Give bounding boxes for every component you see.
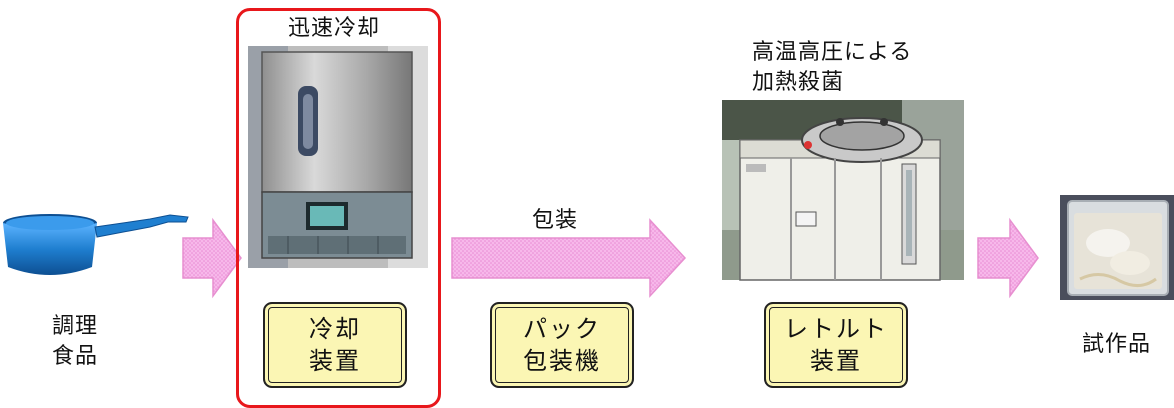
prototype-label: 試作品: [1082, 332, 1152, 357]
retort-pouch-photo: [1060, 195, 1174, 300]
cooling-caption: 迅速冷却: [288, 16, 381, 41]
pack-packaging-machine-box: パック 包装機: [490, 302, 634, 388]
retort-sterilizer-photo: [722, 100, 964, 281]
retort-device-box: レトルト 装置: [764, 302, 908, 388]
packing-arrow-label: 包装: [532, 208, 579, 233]
arrow-to-cooling: [182, 217, 242, 299]
cooling-device-box: 冷却 装置: [263, 302, 407, 388]
arrow-to-prototype: [977, 217, 1039, 299]
blast-chiller-photo: [248, 46, 428, 268]
cooked-food-label: 調理 食品: [52, 314, 99, 369]
retort-caption: 高温高圧による 加熱殺菌: [752, 40, 913, 95]
saucepan-icon: [3, 214, 189, 275]
cooling-highlight-frame: [236, 8, 441, 408]
arrow-to-retort: [451, 218, 687, 298]
